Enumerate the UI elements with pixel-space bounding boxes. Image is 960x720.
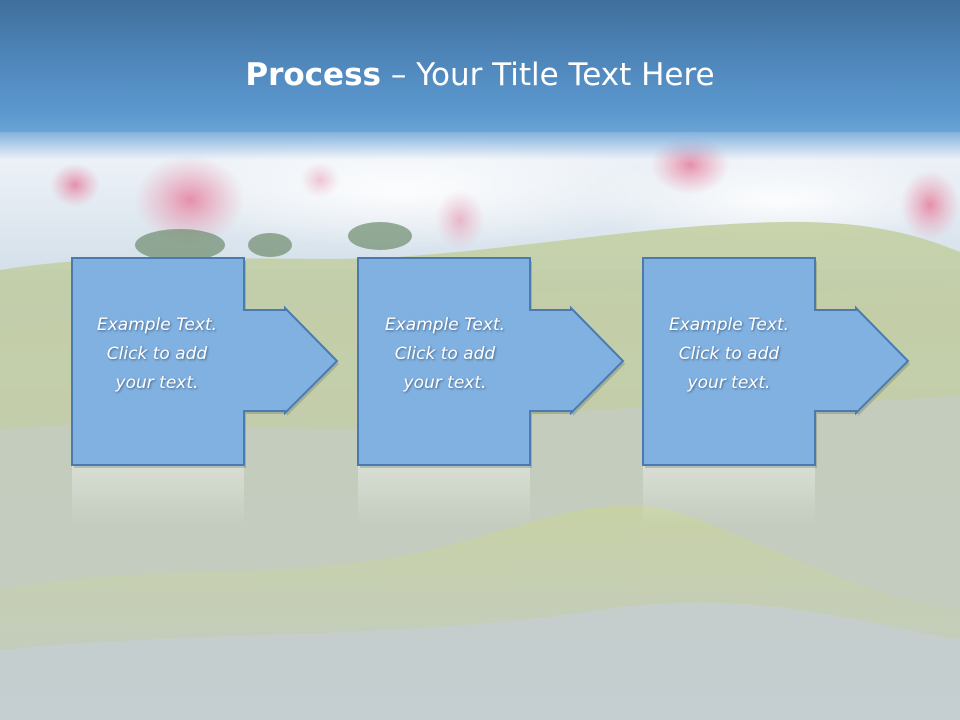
step-3-arrow-shape (642, 257, 910, 466)
step-3-reflection (643, 466, 815, 526)
process-step-2[interactable] (357, 257, 625, 526)
step-3-line-3: your text. (687, 373, 771, 393)
step-1-text[interactable]: Example Text. Click to add your text. (77, 311, 237, 398)
process-step-1[interactable] (71, 257, 339, 526)
step-3-text[interactable]: Example Text. Click to add your text. (649, 311, 809, 398)
step-2-line-1: Example Text. (384, 315, 506, 335)
step-2-line-3: your text. (403, 373, 487, 393)
step-1-reflection (72, 466, 244, 526)
step-1-line-2: Click to add (106, 344, 208, 364)
step-2-reflection (358, 466, 530, 526)
step-1-arrow-shape (71, 257, 339, 466)
step-1-line-3: your text. (115, 373, 199, 393)
title-rest-text: – Your Title Text Here (381, 57, 715, 93)
title-bold-text: Process (245, 57, 381, 93)
step-1-line-1: Example Text. (96, 315, 218, 335)
process-step-3[interactable] (642, 257, 910, 526)
title-bar: Process – Your Title Text Here (0, 0, 960, 160)
slide-title[interactable]: Process – Your Title Text Here (0, 52, 960, 98)
step-2-text[interactable]: Example Text. Click to add your text. (365, 311, 525, 398)
step-3-line-2: Click to add (678, 344, 780, 364)
step-2-arrow-shape (357, 257, 625, 466)
step-2-line-2: Click to add (394, 344, 496, 364)
step-3-line-1: Example Text. (668, 315, 790, 335)
